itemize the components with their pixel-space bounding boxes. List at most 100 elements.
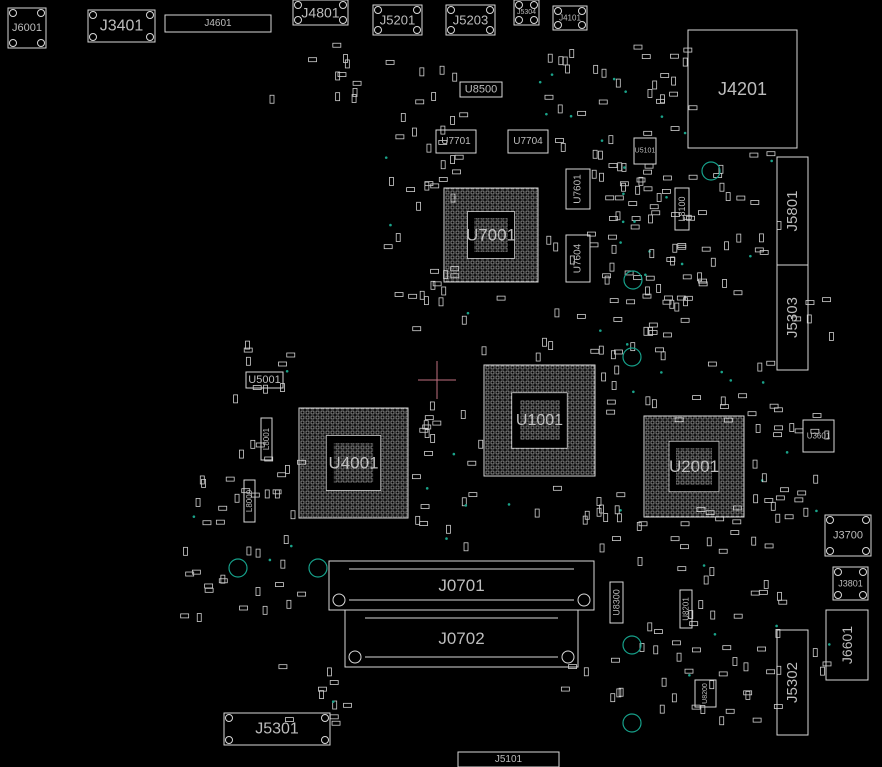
smd-component[interactable] <box>327 667 332 677</box>
smd-component[interactable] <box>656 193 662 202</box>
smd-component[interactable] <box>424 181 430 191</box>
smd-component[interactable] <box>663 332 672 338</box>
smd-component[interactable] <box>636 177 646 183</box>
smd-component[interactable] <box>424 415 434 421</box>
smd-component[interactable] <box>283 535 289 544</box>
smd-component[interactable] <box>645 286 650 296</box>
smd-component[interactable] <box>751 536 757 546</box>
smd-component[interactable] <box>780 487 789 493</box>
smd-component[interactable] <box>663 175 672 181</box>
smd-component[interactable] <box>621 182 626 192</box>
smd-component[interactable] <box>688 610 694 619</box>
smd-component[interactable] <box>546 235 552 245</box>
component-l8100[interactable]: L8100 <box>674 187 690 231</box>
smd-component[interactable] <box>736 233 742 243</box>
smd-component[interactable] <box>643 169 653 175</box>
smd-component[interactable] <box>641 54 651 59</box>
smd-component[interactable] <box>596 507 602 517</box>
smd-component[interactable] <box>438 140 448 145</box>
smd-component[interactable] <box>619 181 629 187</box>
smd-component[interactable] <box>789 423 795 432</box>
smd-component[interactable] <box>239 449 244 459</box>
smd-component[interactable] <box>648 322 658 328</box>
smd-component[interactable] <box>547 53 553 63</box>
smd-component[interactable] <box>725 192 731 201</box>
smd-component[interactable] <box>752 717 762 723</box>
smd-component[interactable] <box>611 657 620 663</box>
smd-component[interactable] <box>806 314 812 324</box>
smd-component[interactable] <box>774 425 783 431</box>
smd-component[interactable] <box>688 105 698 111</box>
smd-component[interactable] <box>461 497 467 507</box>
component-u4001[interactable]: U4001 <box>298 407 409 519</box>
smd-component[interactable] <box>635 185 641 195</box>
smd-component[interactable] <box>700 705 706 714</box>
component-j4801[interactable]: J4801 <box>292 0 349 26</box>
component-u8300[interactable]: U8300 <box>609 581 624 624</box>
smd-component[interactable] <box>709 567 715 577</box>
smd-component[interactable] <box>766 151 776 157</box>
smd-component[interactable] <box>624 270 634 276</box>
smd-component[interactable] <box>698 278 707 284</box>
smd-component[interactable] <box>592 149 598 159</box>
smd-component[interactable] <box>329 680 339 685</box>
smd-component[interactable] <box>424 181 434 187</box>
smd-component[interactable] <box>218 505 228 511</box>
smd-component[interactable] <box>683 295 693 301</box>
smd-component[interactable] <box>220 574 226 584</box>
smd-component[interactable] <box>606 399 616 405</box>
smd-component[interactable] <box>773 432 782 438</box>
smd-component[interactable] <box>204 583 214 589</box>
smd-component[interactable] <box>352 80 362 86</box>
smd-component[interactable] <box>630 342 636 352</box>
smd-component[interactable] <box>630 224 640 230</box>
smd-component[interactable] <box>653 645 659 655</box>
smd-component[interactable] <box>351 94 357 103</box>
smd-component[interactable] <box>616 492 626 498</box>
smd-component[interactable] <box>759 250 769 255</box>
smd-component[interactable] <box>424 429 430 438</box>
smd-component[interactable] <box>335 92 341 102</box>
smd-component[interactable] <box>199 475 205 485</box>
test-point-icon[interactable] <box>701 161 721 181</box>
smd-component[interactable] <box>335 71 341 81</box>
smd-component[interactable] <box>608 234 617 240</box>
smd-component[interactable] <box>422 424 432 430</box>
component-u3601[interactable]: U3601 <box>802 419 835 453</box>
smd-component[interactable] <box>660 94 665 104</box>
smd-component[interactable] <box>196 613 202 622</box>
smd-component[interactable] <box>615 211 621 221</box>
smd-component[interactable] <box>719 182 725 192</box>
smd-component[interactable] <box>710 257 716 267</box>
smd-component[interactable] <box>749 152 759 158</box>
smd-component[interactable] <box>239 605 248 611</box>
component-u7604[interactable]: U7604 <box>565 234 591 283</box>
smd-component[interactable] <box>701 246 711 252</box>
smd-component[interactable] <box>601 372 607 382</box>
smd-component[interactable] <box>674 302 680 312</box>
smd-component[interactable] <box>671 76 677 86</box>
smd-component[interactable] <box>824 430 830 440</box>
smd-component[interactable] <box>664 295 673 301</box>
smd-component[interactable] <box>670 53 679 59</box>
smd-component[interactable] <box>430 280 436 290</box>
smd-component[interactable] <box>611 244 617 254</box>
smd-component[interactable] <box>672 640 681 646</box>
smd-component[interactable] <box>738 393 748 399</box>
smd-component[interactable] <box>609 216 618 221</box>
smd-component[interactable] <box>775 629 781 638</box>
smd-component[interactable] <box>649 249 655 259</box>
smd-component[interactable] <box>544 94 554 100</box>
component-u7701[interactable]: U7701 <box>435 129 477 154</box>
smd-component[interactable] <box>775 513 781 523</box>
smd-component[interactable] <box>805 300 815 305</box>
smd-component[interactable] <box>582 515 588 525</box>
smd-component[interactable] <box>730 530 740 535</box>
smd-component[interactable] <box>757 646 766 652</box>
smd-component[interactable] <box>615 78 621 88</box>
smd-component[interactable] <box>709 680 715 690</box>
smd-component[interactable] <box>671 693 677 703</box>
smd-component[interactable] <box>725 708 735 714</box>
smd-component[interactable] <box>764 543 774 549</box>
